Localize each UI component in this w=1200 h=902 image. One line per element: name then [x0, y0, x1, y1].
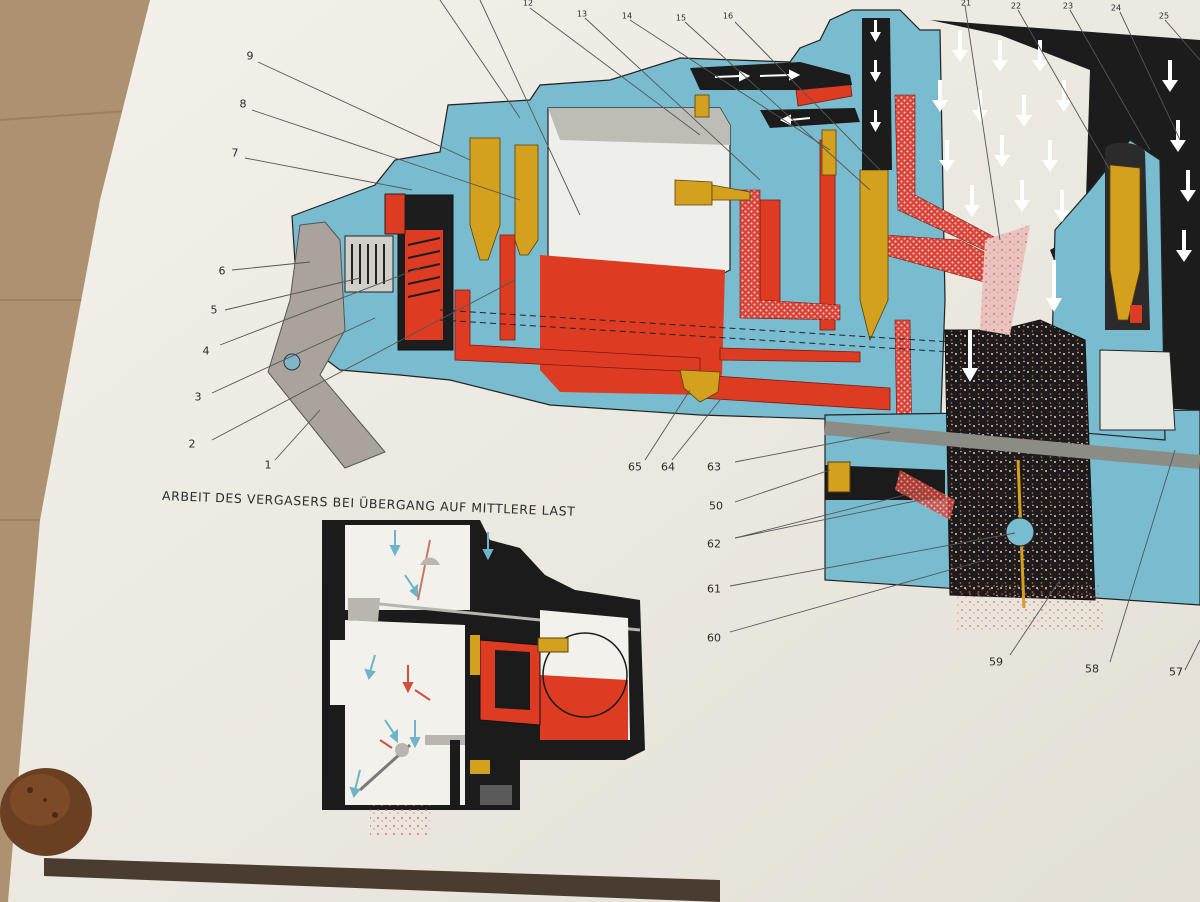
mixture-spray — [955, 585, 1105, 630]
callout-62: 62 — [707, 537, 721, 551]
callout-50: 50 — [709, 499, 723, 513]
venturi-mixture — [944, 319, 1096, 601]
callout-2: 2 — [188, 437, 196, 451]
callout-8: 8 — [239, 97, 247, 111]
callout-15: 15 — [675, 13, 687, 23]
callout-21: 21 — [960, 0, 972, 8]
callout-22: 22 — [1010, 1, 1022, 11]
callout-4: 4 — [202, 344, 210, 358]
idle-jet — [1109, 164, 1141, 321]
callout-24: 24 — [1110, 3, 1122, 13]
callout-12: 12 — [522, 0, 534, 8]
callout-61: 61 — [707, 582, 721, 596]
callout-6: 6 — [218, 264, 226, 278]
air-arrows-top — [714, 69, 811, 126]
callout-23: 23 — [1062, 1, 1074, 11]
callout-16: 16 — [722, 11, 734, 21]
callout-63: 63 — [707, 460, 721, 474]
callout-9: 9 — [246, 49, 254, 63]
leader-lines — [211, 0, 1200, 671]
air-column-left — [862, 18, 892, 170]
callout-1: 1 — [264, 458, 272, 472]
callout-57: 57 — [1169, 665, 1183, 679]
float-top-shadow — [548, 108, 730, 145]
fuel-level-line — [439, 309, 1001, 346]
air-flow-arrows — [932, 30, 1196, 382]
callout-7: 7 — [231, 146, 239, 160]
inset-diagram — [322, 520, 645, 835]
callout-5: 5 — [210, 303, 218, 317]
bypass-window — [1099, 349, 1176, 431]
poster-bottom-strip — [44, 858, 720, 902]
callout-65: 65 — [628, 460, 642, 474]
callout-13: 13 — [576, 9, 588, 19]
callout-3: 3 — [194, 390, 202, 404]
idle-screw — [827, 461, 851, 493]
callout-14: 14 — [621, 11, 633, 21]
callout-25: 25 — [1158, 11, 1170, 21]
callout-64: 64 — [661, 460, 675, 474]
throttle-lever — [267, 221, 386, 469]
callout-59: 59 — [989, 655, 1003, 669]
throttle-shaft — [824, 421, 1200, 469]
callout-60: 60 — [707, 631, 721, 645]
callout-58: 58 — [1085, 662, 1099, 676]
fuel-passages — [454, 79, 891, 411]
